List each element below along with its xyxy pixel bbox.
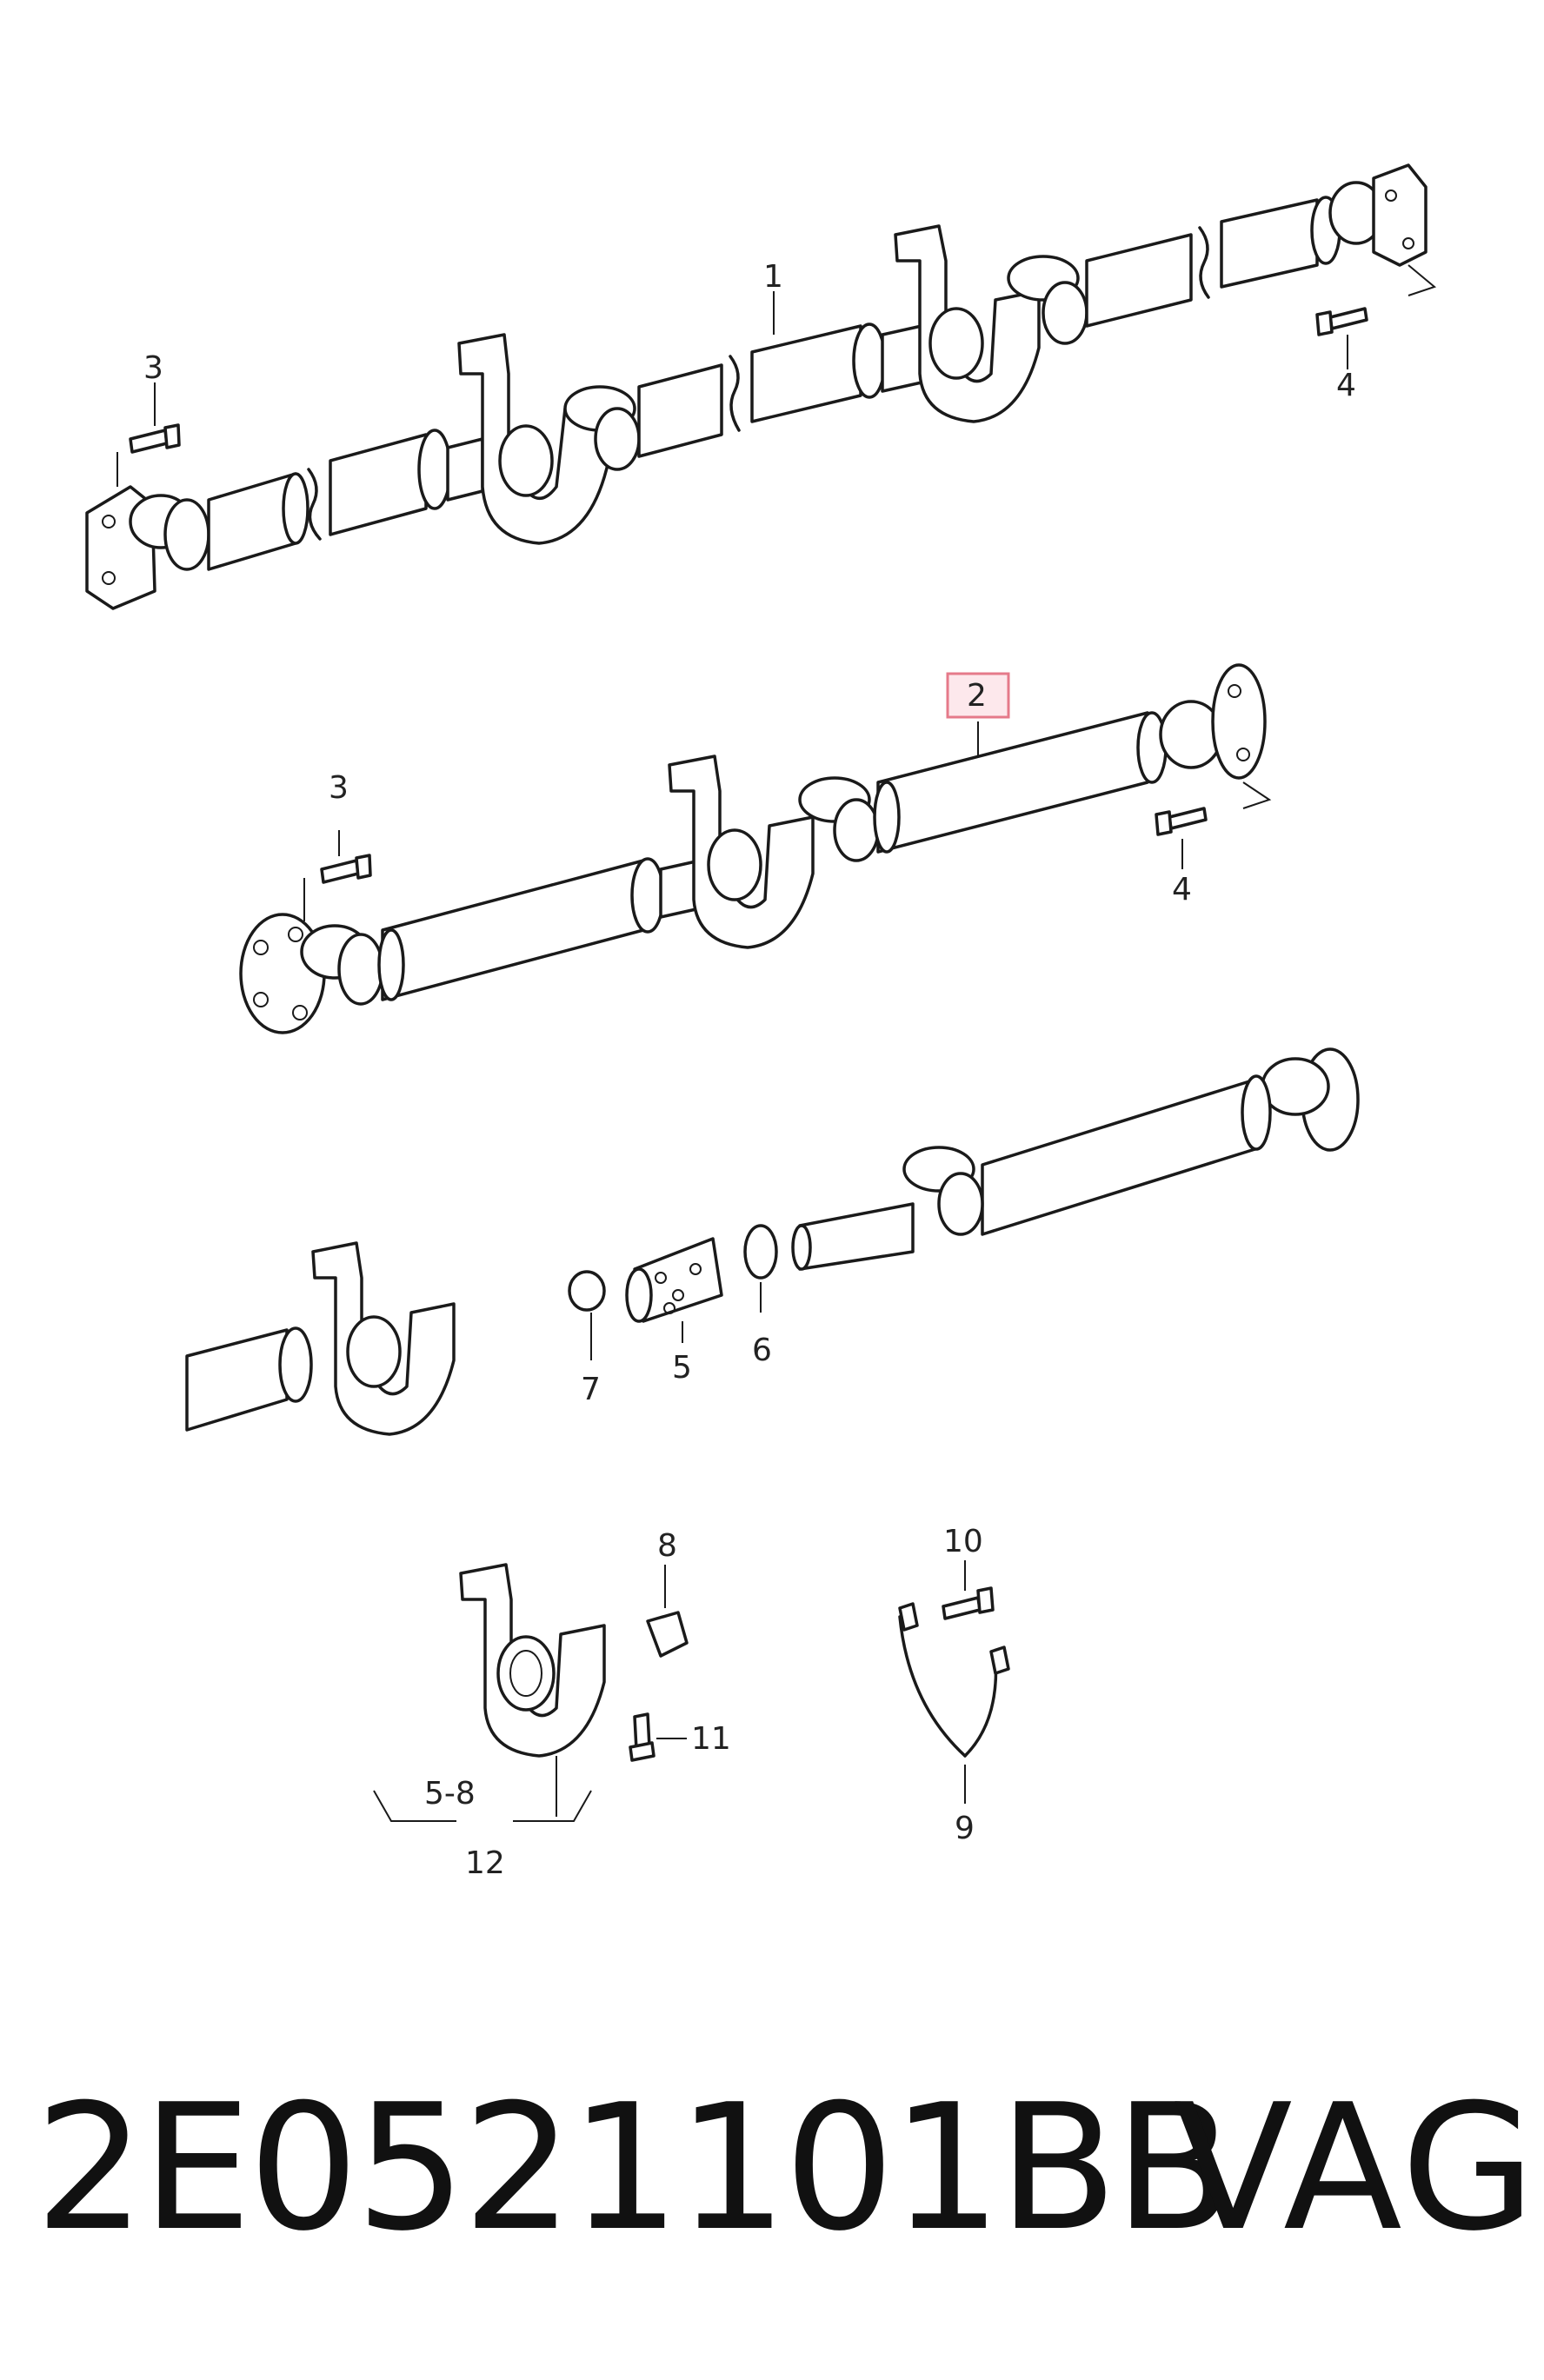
callout-11: 11 xyxy=(691,1721,731,1757)
callout-8: 8 xyxy=(657,1528,677,1564)
callout-4b: 4 xyxy=(1172,872,1192,907)
callout-3a: 3 xyxy=(143,350,163,386)
callout-6: 6 xyxy=(752,1333,772,1368)
driveshaft-assembly-2 xyxy=(239,663,1272,1034)
callout-9: 9 xyxy=(955,1811,975,1846)
callout-5: 5 xyxy=(672,1350,692,1386)
callout-3b: 3 xyxy=(329,770,349,806)
driveshaft-assembly-3 xyxy=(185,1047,1360,1436)
driveshaft-assembly-1 xyxy=(85,163,1437,610)
callout-1: 1 xyxy=(763,259,783,295)
callout-4a: 4 xyxy=(1336,368,1356,403)
loose-parts xyxy=(373,1560,1010,1822)
callout-5-8: 5-8 xyxy=(424,1776,476,1812)
part-number: 2E0521101BB xyxy=(35,2067,1234,2270)
callout-12: 12 xyxy=(465,1845,505,1881)
brand-name: VAG xyxy=(1174,2067,1538,2270)
callout-2[interactable]: 2 xyxy=(967,678,987,714)
callout-7: 7 xyxy=(581,1372,601,1407)
callout-10: 10 xyxy=(943,1524,983,1559)
